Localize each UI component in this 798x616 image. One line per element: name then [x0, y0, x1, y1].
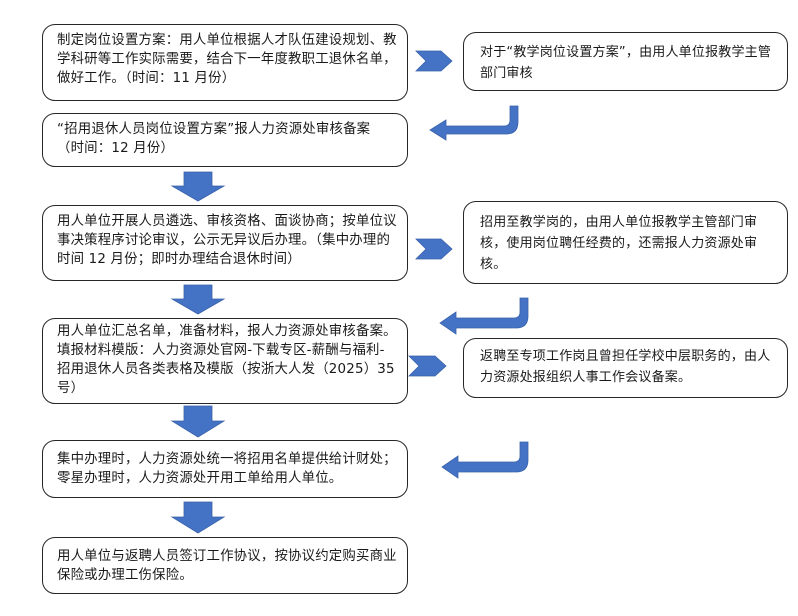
- side-note-teaching-plan: 对于“教学岗位设置方案”，由用人单位报教学主管部门审核: [463, 32, 788, 91]
- chevron-right-arrow-2: [415, 238, 453, 260]
- step-text: 用人单位开展人员遴选、审核资格、面谈协商；按单位议事决策程序讨论审议，公示无异议…: [57, 214, 397, 267]
- chevron-right-arrow-3: [408, 355, 447, 377]
- flow-step-plan: 制定岗位设置方案：用人单位根据人才队伍建设规划、教学科研等工作实际需要，结合下一…: [42, 24, 408, 101]
- flow-step-selection: 用人单位开展人员遴选、审核资格、面谈协商；按单位议事决策程序讨论审议，公示无异议…: [42, 205, 408, 281]
- return-arrow-3: [441, 441, 529, 479]
- down-arrow-3: [170, 405, 226, 438]
- step-text: “招用退休人员岗位设置方案”报人力资源处审核备案（时间：12 月份）: [57, 122, 371, 156]
- flow-step-agreement: 用人单位与返聘人员签订工作协议，按协议约定购买商业保险或办理工伤保险。: [42, 537, 408, 594]
- flow-step-submit-plan: “招用退休人员岗位设置方案”报人力资源处审核备案（时间：12 月份）: [42, 113, 408, 167]
- note-text: 返聘至专项工作岗且曾担任学校中层职务的，由人力资源处报组织人事工作会议备案。: [480, 349, 771, 385]
- down-arrow-4: [170, 501, 226, 534]
- note-text: 对于“教学岗位设置方案”，由用人单位报教学主管部门审核: [480, 45, 772, 81]
- return-arrow-2: [439, 297, 529, 335]
- step-text: 集中办理时，人力资源处统一将招用名单提供给计财处；零星办理时，人力资源处开用工单…: [57, 452, 397, 486]
- chevron-right-arrow-1: [415, 50, 453, 72]
- note-text: 招用至教学岗的，由用人单位报教学主管部门审核，使用岗位聘任经费的，还需报人力资源…: [480, 215, 758, 272]
- flow-step-materials: 用人单位汇总名单，准备材料，报人力资源处审核备案。填报材料模版：人力资源处官网-…: [42, 318, 408, 404]
- step-text: 用人单位汇总名单，准备材料，报人力资源处审核备案。填报材料模版：人力资源处官网-…: [57, 324, 397, 396]
- side-note-special-post: 返聘至专项工作岗且曾担任学校中层职务的，由人力资源处报组织人事工作会议备案。: [463, 338, 788, 398]
- side-note-teaching-post: 招用至教学岗的，由用人单位报教学主管部门审核，使用岗位聘任经费的，还需报人力资源…: [463, 201, 788, 284]
- step-text: 用人单位与返聘人员签订工作协议，按协议约定购买商业保险或办理工伤保险。: [57, 549, 397, 583]
- return-arrow-1: [429, 105, 519, 141]
- down-arrow-1: [170, 171, 226, 202]
- flow-step-list-handling: 集中办理时，人力资源处统一将招用名单提供给计财处；零星办理时，人力资源处开用工单…: [42, 440, 408, 498]
- down-arrow-2: [170, 284, 226, 315]
- step-text: 制定岗位设置方案：用人单位根据人才队伍建设规划、教学科研等工作实际需要，结合下一…: [57, 33, 397, 86]
